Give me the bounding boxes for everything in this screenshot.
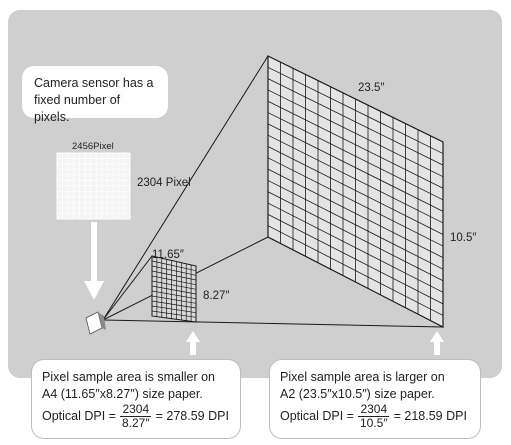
- a4-dpi-numerator: 2304: [120, 402, 152, 417]
- a4-width-label: 11.65″: [152, 249, 184, 261]
- a4-dpi-fraction: 2304 8.27″: [120, 403, 152, 430]
- a2-dpi-denominator: 10.5″: [360, 416, 388, 430]
- a2-dpi-callout: Pixel sample area is larger on A2 (23.5″…: [270, 360, 480, 438]
- a2-width-label: 23.5″: [358, 82, 385, 94]
- a4-up-arrow: [186, 331, 200, 355]
- a2-pixel-plane: [267, 55, 444, 328]
- sensor-pixel-grid: [56, 152, 131, 220]
- a4-callout-line2: A4 (11.65″x8.27″) size paper.: [42, 387, 203, 401]
- camera-sensor-icon: [85, 311, 106, 335]
- a4-dpi-prefix: Optical DPI =: [42, 409, 116, 423]
- sensor-width-label: 2456Pixel: [72, 141, 114, 152]
- a2-callout-line2: A2 (23.5″x10.5″) size paper.: [280, 387, 435, 401]
- a2-up-arrow: [430, 331, 444, 355]
- a4-dpi-denominator: 8.27″: [122, 416, 150, 430]
- a2-height-label: 10.5″: [450, 232, 477, 244]
- sensor-height-label: 2304 Pixel: [137, 177, 191, 189]
- a4-dpi-result: = 278.59 DPI: [155, 409, 229, 423]
- a4-callout-line1: Pixel sample area is smaller on: [42, 370, 215, 384]
- a4-dpi-callout: Pixel sample area is smaller on A4 (11.6…: [32, 360, 240, 438]
- a2-callout-line1: Pixel sample area is larger on: [280, 370, 445, 384]
- a4-dpi-formula: Optical DPI = 2304 8.27″ = 278.59 DPI: [42, 403, 230, 430]
- sensor-callout: Camera sensor has a fixed number of pixe…: [22, 66, 168, 124]
- a2-dpi-fraction: 2304 10.5″: [358, 403, 390, 430]
- sensor-down-arrow: [84, 222, 104, 300]
- a2-dpi-prefix: Optical DPI =: [280, 409, 354, 423]
- sensor-callout-text: Camera sensor has a fixed number of pixe…: [34, 76, 154, 124]
- a4-pixel-plane: [151, 255, 197, 323]
- a2-dpi-numerator: 2304: [358, 402, 390, 417]
- a2-dpi-formula: Optical DPI = 2304 10.5″ = 218.59 DPI: [280, 403, 470, 430]
- a4-height-label: 8.27″: [203, 290, 230, 302]
- a2-dpi-result: = 218.59 DPI: [393, 409, 467, 423]
